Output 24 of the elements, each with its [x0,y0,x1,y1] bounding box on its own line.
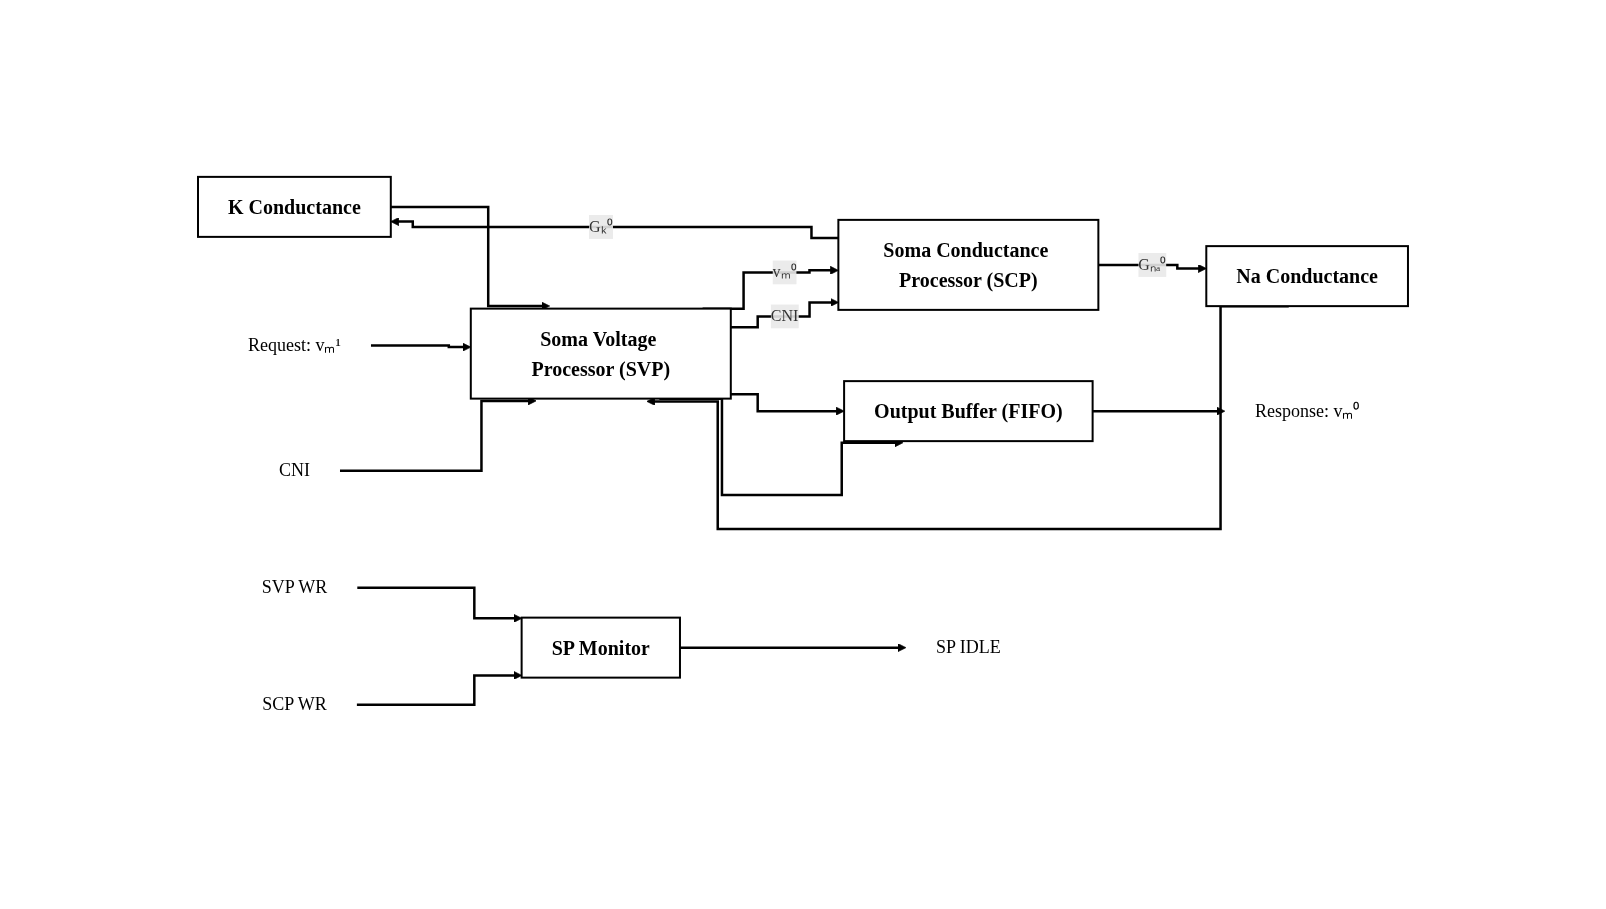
edge-label: Gₖ⁰ [589,217,613,235]
node-text: Request: vₘ¹ [247,334,341,355]
node-box: Na Conductance [1205,244,1409,307]
edge-label: vₘ⁰ [772,262,797,280]
node-box: Output Buffer (FIFO) [843,379,1094,442]
arrow [390,205,551,310]
arrow [1092,406,1226,416]
node-text: SCP WR [262,693,327,714]
arrow [730,297,839,329]
node-text: SVP WR [261,576,328,597]
node-text: Response: vₘ⁰ [1254,400,1360,421]
node-box: K Conductance [197,175,392,238]
arrow [357,585,523,623]
edge-label: Gₙₐ⁰ [1138,255,1167,273]
node-box: Soma Voltage Processor (SVP) [469,307,732,400]
arrow [680,642,907,652]
node-text: CNI [278,459,310,480]
arrow [390,216,839,239]
arrow [356,670,523,706]
node-box: SP Monitor [520,616,681,679]
node-box: Soma Conductance Processor (SCP) [837,218,1100,311]
node-text: SP IDLE [935,636,1001,657]
edge-label: CNI [770,306,799,324]
arrow [730,392,845,416]
